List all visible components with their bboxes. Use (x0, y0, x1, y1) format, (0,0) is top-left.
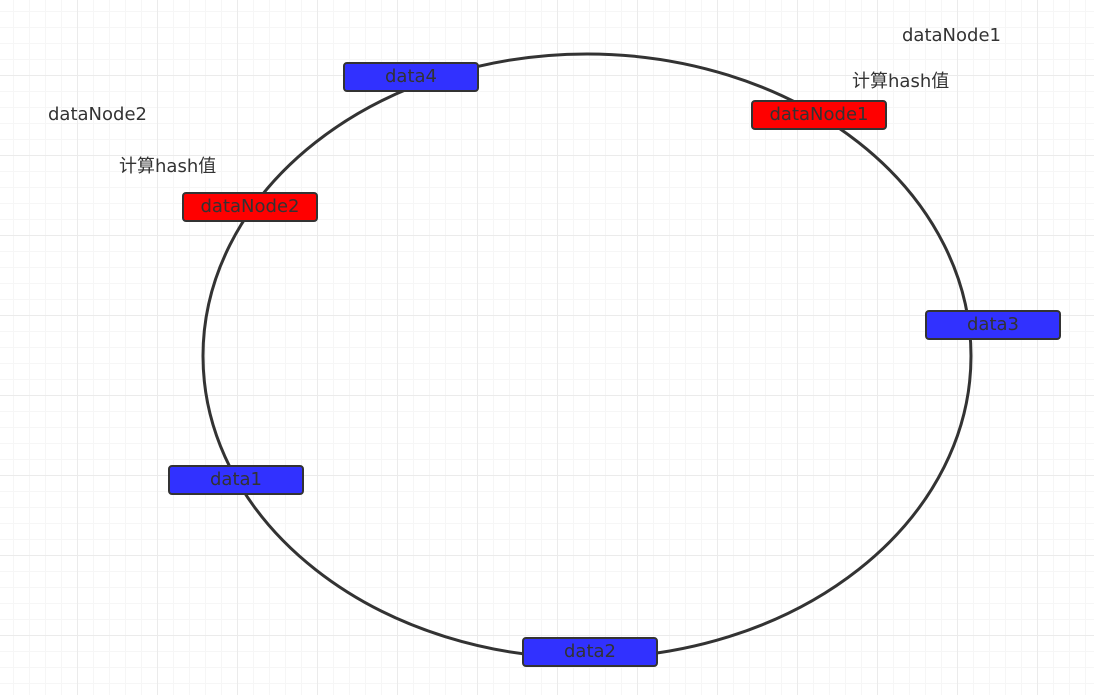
datanode2-name-label: dataNode2 (48, 104, 147, 125)
datanode2-node[interactable]: dataNode2 (182, 192, 318, 222)
datanode1-node[interactable]: dataNode1 (751, 100, 887, 130)
data4-node[interactable]: data4 (343, 62, 479, 92)
data3-node[interactable]: data3 (925, 310, 1061, 340)
datanode1-name-label: dataNode1 (902, 25, 1001, 46)
data2-node[interactable]: data2 (522, 637, 658, 667)
data1-node[interactable]: data1 (168, 465, 304, 495)
datanode2-hash-label: 计算hash值 (119, 156, 217, 177)
datanode1-hash-label: 计算hash值 (852, 71, 950, 92)
hash-ring-circle (201, 52, 973, 660)
